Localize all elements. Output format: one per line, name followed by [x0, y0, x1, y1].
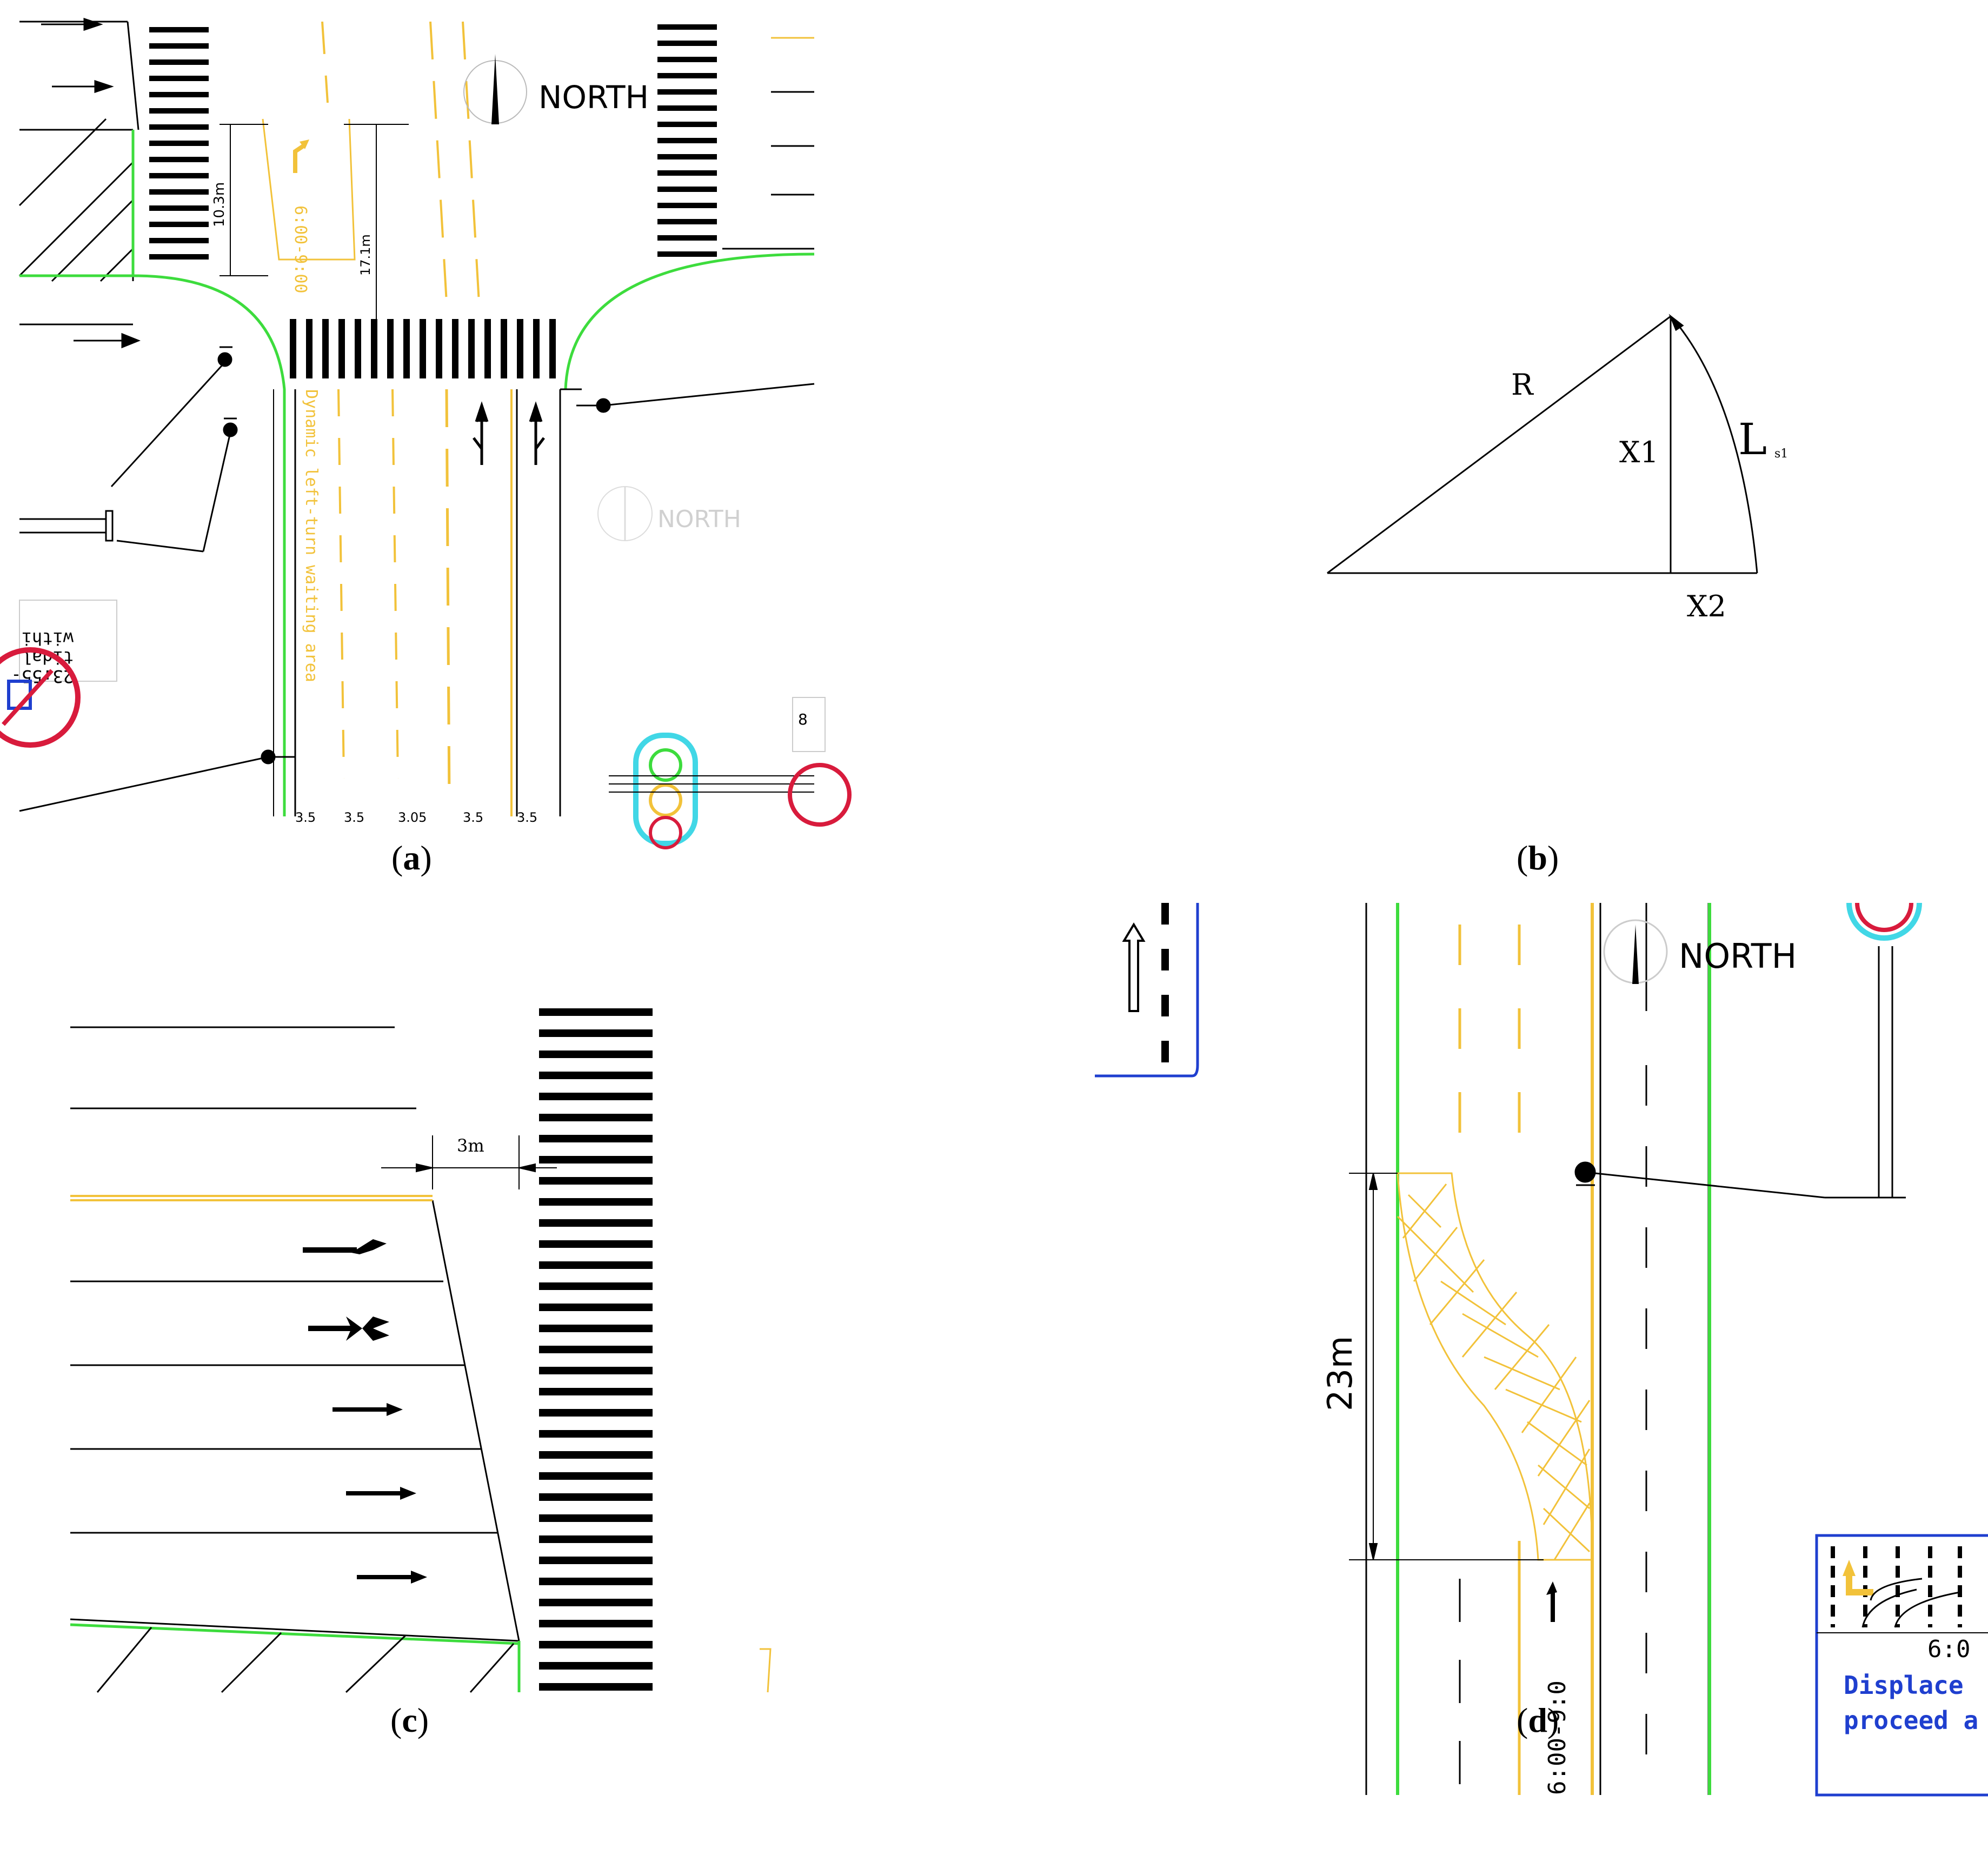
sign-board-icon: [1815, 1534, 1988, 1797]
straight-right-arrow-icon: [529, 401, 545, 465]
dimension-waiting: [344, 124, 409, 378]
crosswalk: [539, 1008, 653, 1691]
lane-dashes: [1458, 903, 1647, 1795]
dimension-23m: [1349, 1173, 1544, 1560]
svg-text:3.05: 3.05: [398, 810, 427, 825]
panel-c: 3m: [70, 995, 784, 1693]
crosswalk-east: [657, 24, 717, 257]
straight-left-arrow-icon: [473, 401, 489, 465]
left-right-fork-arrow-icon: [308, 1317, 389, 1341]
u-turn-arrow-icon: [303, 1239, 387, 1254]
north-arrow-icon: [1603, 919, 1668, 984]
straight-arrow-icon: [333, 1403, 427, 1584]
road-edges: [1365, 903, 1711, 1795]
sign-pole: [1825, 902, 1922, 1199]
crosswalk-west: [149, 27, 209, 260]
sign-line-1: Displace: [1844, 1671, 1964, 1700]
panel-a-drawing: 10.3m 17.1m 6:00-9:00 NORTH Dynamic left…: [0, 17, 852, 849]
sign-line-2: proceed a: [1844, 1706, 1978, 1735]
lane-lines: [70, 1026, 520, 1642]
panel-b: R X1 X2 L s1: [1298, 292, 1806, 649]
east-approach-lines: [722, 37, 814, 250]
label-l: L: [1738, 414, 1767, 464]
hatched-building-block: [18, 21, 139, 282]
caption-a: (a): [391, 839, 432, 877]
lane-guide-frame: [1095, 903, 1199, 1078]
panel-a: 10.3m 17.1m 6:00-9:00 NORTH Dynamic left…: [0, 17, 852, 849]
north-arrow-icon: [463, 54, 527, 124]
dimension-3m: [381, 1135, 557, 1189]
caption-c: (c): [390, 1701, 429, 1739]
tidal-sign-text: withi tidal 23:55-: [11, 600, 117, 687]
sign-post: [19, 510, 114, 542]
curb-lines: [19, 130, 815, 816]
time-window-label: 6:00-9:0: [1544, 1680, 1571, 1795]
north-label: NORTH: [1679, 936, 1797, 976]
camera-icon: [19, 346, 815, 812]
yellow-centerline: [70, 1195, 433, 1201]
dim-label: 3m: [457, 1135, 484, 1156]
caption-d: (d): [1517, 1701, 1559, 1739]
prohibition-sign-icon: [0, 647, 81, 748]
caption-b: (b): [1517, 839, 1559, 877]
svg-text:3.5: 3.5: [295, 810, 316, 825]
svg-text:3.5: 3.5: [517, 810, 537, 825]
geometry-triangle: [1327, 314, 1758, 574]
label-l-sub: s1: [1774, 447, 1788, 461]
waiting-area-label: Dynamic left-turn waiting area: [302, 389, 321, 682]
north-tidal-lanes: [262, 21, 480, 303]
hollow-up-arrow-icon: [1122, 922, 1146, 1012]
yellow-corner-mark: [760, 1648, 772, 1693]
svg-text:3.5: 3.5: [463, 810, 483, 825]
lane-width-labels: 3.5 3.5 3.05 3.5 3.5: [295, 810, 537, 825]
north-label: NORTH: [538, 79, 649, 116]
camera-icon: [1574, 1161, 1825, 1199]
traffic-signal-icon: [609, 733, 814, 849]
left-turn-arrow-icon: [293, 139, 309, 173]
crosswalk-south: [290, 319, 556, 378]
curb-and-hatch: [70, 1623, 521, 1693]
label-r: R: [1511, 368, 1534, 402]
dim-label: 23m: [1320, 1336, 1360, 1411]
dim-crosswalk-label: 10.3m: [211, 182, 228, 227]
hatched-displacement-area: [1397, 1172, 1593, 1561]
west-approach-lanes: [19, 17, 141, 349]
faded-north-arrow-icon: [597, 486, 653, 541]
svg-text:3.5: 3.5: [344, 810, 364, 825]
panel-d: 23m 6:00-9:0 NORTH: [1095, 902, 1988, 1797]
dim-waiting-label: 17.1m: [358, 234, 373, 276]
panel-c-drawing: 3m: [70, 1008, 772, 1693]
south-lanes: [273, 388, 582, 816]
faded-north-label: NORTH: [657, 506, 741, 533]
panel-d-drawing: 23m 6:00-9:0 NORTH: [1095, 902, 1988, 1797]
label-x2: X2: [1687, 589, 1726, 623]
label-x1: X1: [1619, 435, 1659, 469]
left-turn-arrow-icon: [1546, 1581, 1557, 1622]
svg-text:8: 8: [798, 710, 808, 728]
right-sign-icon: 8: [788, 697, 852, 827]
panel-b-drawing: R X1 X2 L s1: [1327, 314, 1788, 623]
dimension-crosswalk: [220, 124, 268, 276]
time-window-label: 6:00-9:00: [291, 205, 310, 294]
sign-time: 6:0: [1927, 1635, 1970, 1663]
svg-text:withi: withi: [22, 628, 74, 649]
